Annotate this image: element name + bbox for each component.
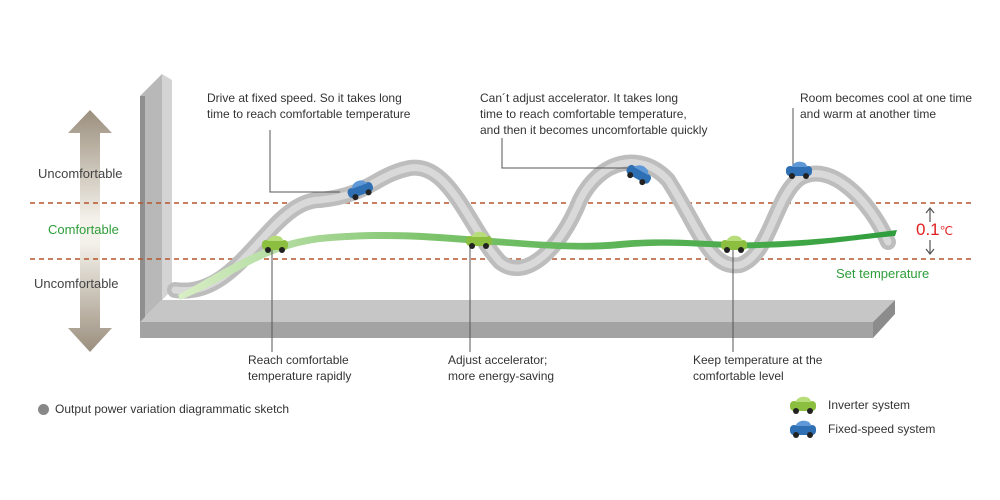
- set-temperature-label: Set temperature: [836, 266, 930, 281]
- note-line: and warm at another time: [800, 107, 937, 121]
- fixed-speed-car-1: [347, 180, 374, 201]
- comfort-scale-arrow: [68, 110, 112, 352]
- legend-fixed-speed-label: Fixed-speed system: [828, 422, 936, 436]
- note-line: comfortable level: [693, 369, 784, 383]
- inverter-start-note: Reach comfortable temperature rapidly: [248, 352, 351, 384]
- note-line: temperature rapidly: [248, 369, 352, 383]
- temperature-delta: 0.1℃: [916, 220, 953, 240]
- blue-car-icon: [790, 420, 816, 438]
- comfortable-label: Comfortable: [48, 222, 119, 237]
- axes: [140, 74, 895, 338]
- bullet-dot-icon: [38, 404, 49, 415]
- delta-value: 0.1: [916, 220, 940, 239]
- note-line: Can´t adjust accelerator. It takes long: [480, 91, 679, 105]
- uncomfortable-bottom-label: Uncomfortable: [34, 276, 119, 291]
- legend-inverter-label: Inverter system: [828, 398, 911, 412]
- note-line: Reach comfortable: [248, 353, 349, 367]
- note-line: time to reach comfortable temperature,: [480, 107, 687, 121]
- note-line: more energy-saving: [448, 369, 555, 383]
- inverter-end-note: Keep temperature at the comfortable leve…: [693, 352, 822, 384]
- note-line: Adjust accelerator;: [448, 353, 548, 367]
- note-line: and then it becomes uncomfortable quickl…: [480, 123, 708, 137]
- inverter-car-1: [262, 235, 288, 253]
- footnote: Output power variation diagrammatic sket…: [55, 402, 290, 416]
- inverter-car-2: [466, 231, 492, 249]
- uncomfortable-top-label: Uncomfortable: [38, 166, 123, 181]
- inverter-car-3: [721, 235, 747, 253]
- fixed-speed-start-note: Drive at fixed speed. So it takes long t…: [207, 90, 410, 122]
- green-car-icon: [790, 396, 816, 414]
- inverter-middle-note: Adjust accelerator; more energy-saving: [448, 352, 554, 384]
- delta-unit: ℃: [939, 224, 954, 238]
- note-line: Room becomes cool at one time: [800, 91, 973, 105]
- fixed-speed-middle-note: Can´t adjust accelerator. It takes long …: [480, 90, 707, 138]
- note-line: time to reach comfortable temperature: [207, 107, 411, 121]
- note-line: Keep temperature at the: [693, 353, 823, 367]
- fixed-speed-car-3: [786, 161, 812, 179]
- fixed-speed-end-note: Room becomes cool at one time and warm a…: [800, 90, 972, 122]
- inverter-curve: [178, 230, 897, 300]
- delta-arrows: [925, 207, 935, 255]
- fixed-speed-car-2: [626, 164, 652, 186]
- note-line: Drive at fixed speed. So it takes long: [207, 91, 402, 105]
- leader-lines: [269, 108, 794, 352]
- fixed-speed-curve: [167, 154, 896, 299]
